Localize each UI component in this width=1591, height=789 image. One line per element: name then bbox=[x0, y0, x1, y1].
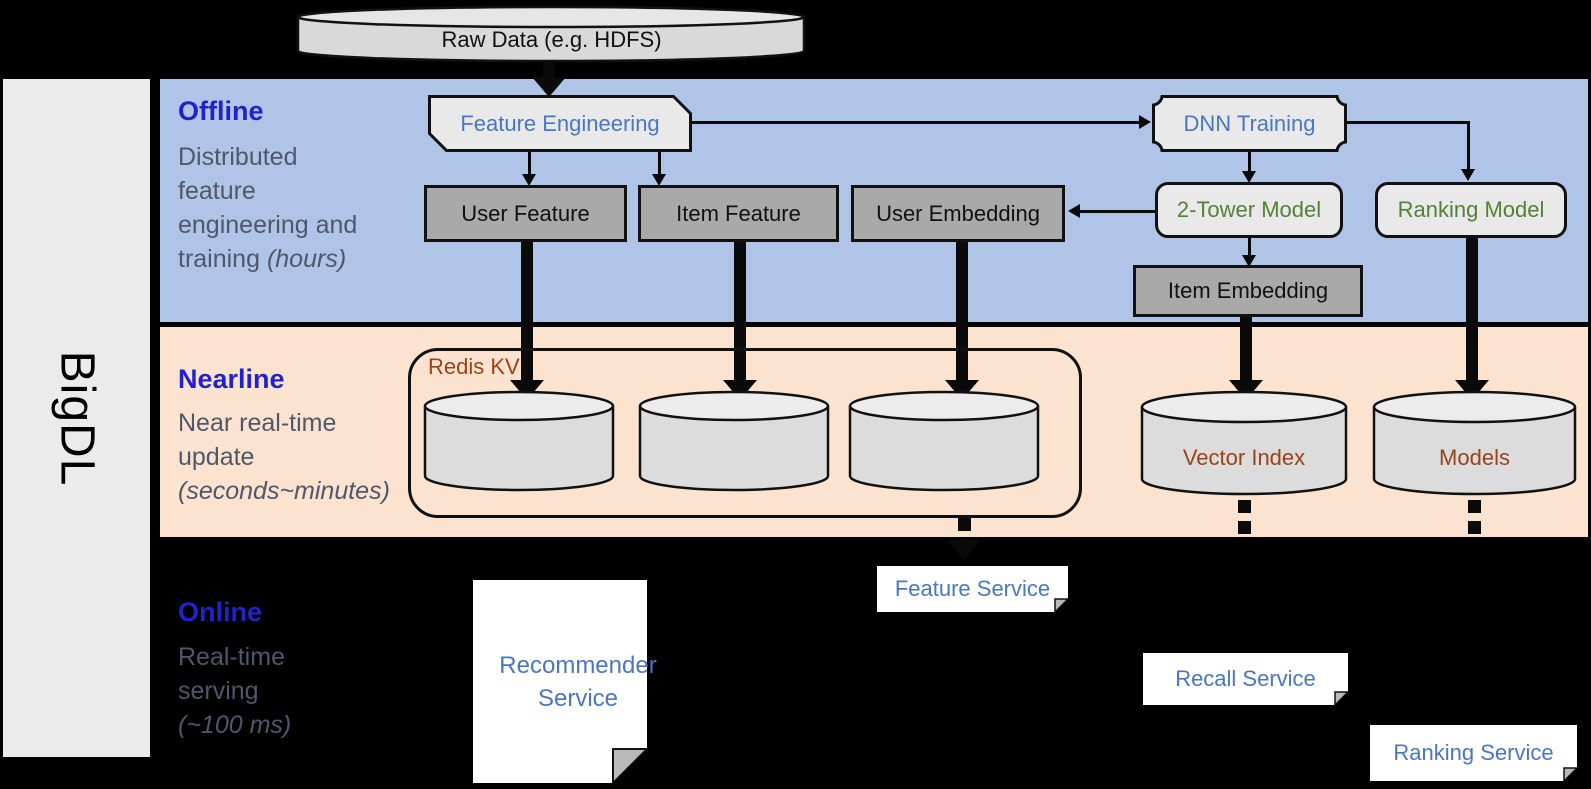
ranking-model-node: Ranking Model bbox=[1375, 182, 1567, 238]
arrow-dnn-to-twotower-head bbox=[1242, 171, 1256, 183]
arrow-userfeature-to-redis-shaft bbox=[521, 242, 533, 381]
arrow-fe-to-dnn-head bbox=[1139, 115, 1151, 129]
arrow-userembedding-to-redis-shaft bbox=[956, 242, 968, 381]
arrow-dnn-to-rankingmodel-vline bbox=[1467, 121, 1470, 171]
feature-service-label: Feature Service bbox=[894, 576, 1051, 601]
dnn-training-node: DNN Training bbox=[1152, 95, 1347, 152]
item-embedding-node: Item Embedding bbox=[1133, 265, 1363, 317]
item-feature-label: Item Feature bbox=[676, 200, 801, 226]
user-feature-node: User Feature bbox=[424, 185, 627, 242]
arrow-dnn-to-rankingmodel-hline bbox=[1347, 121, 1470, 124]
bigdl-logo-text: BigDL bbox=[49, 350, 103, 486]
arrow-fe-to-userfeature-line bbox=[528, 152, 531, 176]
arrow-twotower-to-userembedding-head bbox=[1068, 204, 1080, 218]
redis-cylinder-2 bbox=[638, 390, 830, 492]
online-description: Real-time serving (~100 ms) bbox=[178, 643, 292, 739]
arrow-twotower-to-userembedding-line bbox=[1078, 210, 1155, 213]
dnn-training-label: DNN Training bbox=[1183, 110, 1316, 136]
user-feature-label: User Feature bbox=[461, 200, 590, 226]
offline-description: Distributed feature engineering and trai… bbox=[178, 143, 358, 273]
arrow-twotower-to-itemembedding-head bbox=[1242, 255, 1256, 267]
arrow-fe-to-itemfeature-head bbox=[652, 174, 666, 186]
two-tower-model-node: 2-Tower Model bbox=[1155, 182, 1343, 238]
recommender-service-node: Recommender Service bbox=[473, 580, 657, 786]
item-feature-node: Item Feature bbox=[638, 185, 839, 242]
arrow-itemfeature-to-redis-shaft bbox=[734, 242, 746, 381]
feature-engineering-label: Feature Engineering bbox=[460, 110, 660, 136]
arrow-rankingmodel-to-models-shaft bbox=[1466, 238, 1478, 381]
dashed-arrow-vectorindex-down bbox=[1238, 500, 1251, 536]
models-cylinder: Models bbox=[1372, 390, 1577, 497]
arrow-fe-to-dnn-line bbox=[692, 121, 1140, 124]
arrow-rawdata-to-fe-shaft bbox=[543, 61, 555, 78]
ranking-service-label: Ranking Service bbox=[1393, 740, 1554, 765]
arrow-dnn-to-twotower-line bbox=[1248, 152, 1251, 175]
bigdl-sidebar: BigDL bbox=[3, 79, 150, 757]
redis-cylinder-1 bbox=[423, 390, 615, 492]
recall-service-label: Recall Service bbox=[1175, 666, 1316, 691]
arrow-fe-to-userfeature-head bbox=[522, 174, 536, 186]
user-embedding-node: User Embedding bbox=[851, 185, 1065, 242]
redis-kv-container bbox=[408, 348, 1082, 518]
dashed-arrow-models-down bbox=[1468, 500, 1481, 536]
nearline-description: Near real-time update (seconds~minutes) bbox=[178, 409, 390, 505]
arrow-fe-to-itemfeature-line bbox=[658, 152, 661, 176]
user-embedding-label: User Embedding bbox=[876, 200, 1040, 226]
two-tower-model-label: 2-Tower Model bbox=[1176, 197, 1322, 222]
recommender-service-label: Recommender Service bbox=[499, 651, 657, 712]
nearline-title: Nearline bbox=[178, 364, 285, 394]
ranking-model-label: Ranking Model bbox=[1397, 197, 1545, 222]
arrow-itemembedding-to-vectorindex-shaft bbox=[1240, 317, 1252, 381]
models-label: Models bbox=[1439, 444, 1510, 470]
arrow-dnn-to-rankingmodel-head bbox=[1461, 169, 1475, 181]
vector-index-label: Vector Index bbox=[1182, 444, 1306, 470]
item-embedding-label: Item Embedding bbox=[1167, 278, 1329, 303]
offline-title: Offline bbox=[178, 96, 264, 126]
feature-service-node: Feature Service bbox=[877, 566, 1070, 614]
raw-data-label: Raw Data (e.g. HDFS) bbox=[441, 27, 662, 52]
redis-kv-label: Redis KV bbox=[428, 354, 520, 379]
raw-data-cylinder: Raw Data (e.g. HDFS) bbox=[296, 5, 807, 63]
vector-index-cylinder: Vector Index bbox=[1140, 390, 1348, 497]
arrow-twotower-to-itemembedding-line bbox=[1248, 238, 1251, 259]
feature-engineering-node: Feature Engineering bbox=[428, 95, 692, 152]
ranking-service-node: Ranking Service bbox=[1370, 725, 1579, 783]
redis-cylinder-3 bbox=[848, 390, 1040, 492]
dashed-arrow-redis-to-featureservice-head bbox=[947, 540, 981, 560]
arrow-rawdata-to-fe-head bbox=[532, 77, 566, 97]
dashed-arrow-redis-to-featureservice-shaft bbox=[958, 518, 971, 540]
online-title: Online bbox=[178, 597, 263, 627]
recall-service-node: Recall Service bbox=[1143, 653, 1350, 707]
